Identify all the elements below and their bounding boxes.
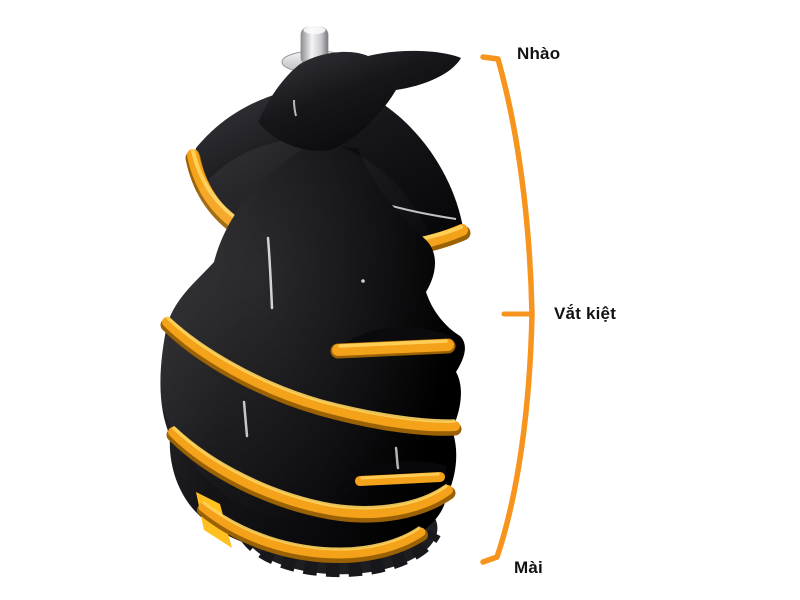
body-gloss-streaks xyxy=(242,236,400,470)
annotation-bracket xyxy=(480,54,535,565)
label-nhao: Nhào xyxy=(517,44,561,63)
blade-gloss-line xyxy=(293,99,297,117)
label-vat-kiet: Vắt kiệt xyxy=(554,304,617,323)
auger-gold-stripe-3 xyxy=(196,492,428,564)
label-mai: Mài xyxy=(514,558,543,577)
auger-top-blade xyxy=(258,50,461,151)
auger-mid-fin xyxy=(330,326,458,359)
auger-gold-stripe-1 xyxy=(160,316,462,436)
auger-lower-fin xyxy=(355,461,446,486)
bracket-curve xyxy=(480,54,535,565)
auger-gold-stripe-2 xyxy=(166,426,456,523)
